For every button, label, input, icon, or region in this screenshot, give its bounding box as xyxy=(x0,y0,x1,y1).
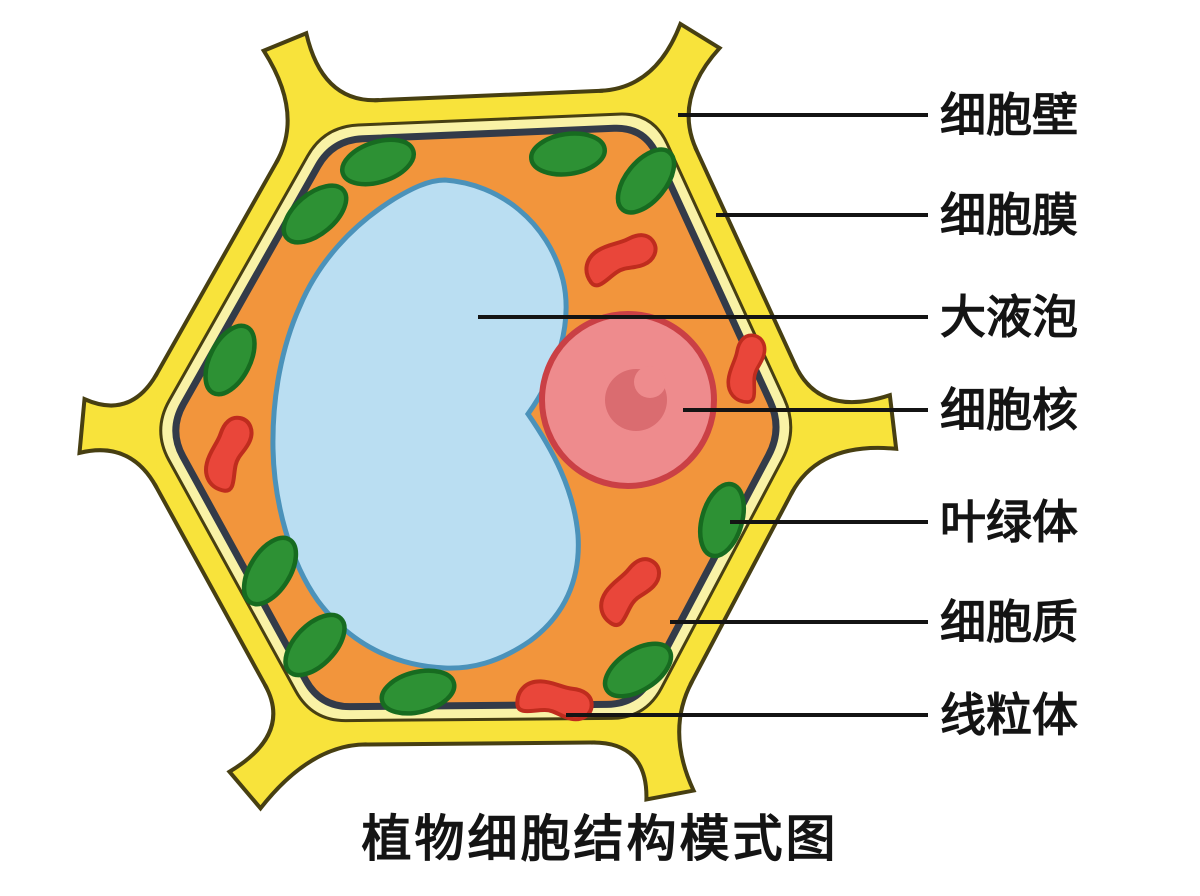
label-nucleus: 细胞核 xyxy=(940,384,1078,436)
chloroplast-shape xyxy=(697,481,747,559)
chloroplast-shape xyxy=(283,612,347,678)
label-vacuole: 大液泡 xyxy=(940,291,1078,343)
cell-wall-junction-outline xyxy=(226,683,368,812)
cell-wall-junction xyxy=(263,33,378,163)
chloroplast-shape xyxy=(281,183,349,245)
label-cell-wall: 细胞壁 xyxy=(940,89,1078,141)
cell-wall-junction-outline xyxy=(789,362,899,496)
cell-wall-junction-outline xyxy=(77,371,160,489)
mitochondrion-shape xyxy=(584,233,658,288)
chloroplast-shape xyxy=(615,147,677,215)
chloroplast-shape xyxy=(340,137,416,187)
diagram-title: 植物细胞结构模式图 xyxy=(362,811,839,867)
cell-wall-junction xyxy=(791,364,897,494)
label-cytoplasm: 细胞质 xyxy=(940,596,1078,648)
mitochondrion-shape xyxy=(515,679,594,722)
mitochondrion-shape xyxy=(204,415,254,493)
mitochondrion-shape xyxy=(726,333,767,404)
cell-wall-junction xyxy=(79,373,158,487)
chloroplast-shape xyxy=(602,641,674,699)
label-cell-membrane: 细胞膜 xyxy=(940,189,1078,241)
cell-wall-junction-outline xyxy=(598,20,723,152)
cell-wall-junction xyxy=(600,23,720,150)
chloroplast-shape xyxy=(203,323,257,397)
nucleolus-highlight xyxy=(634,366,666,398)
chloroplast-shape xyxy=(379,668,457,716)
chloroplast-shape xyxy=(241,535,299,607)
mitochondrion-shape xyxy=(599,557,662,628)
label-mitochondrion: 线粒体 xyxy=(940,689,1078,741)
cell-wall-junction xyxy=(229,685,366,809)
chloroplast-shape xyxy=(529,131,607,177)
cell-wall-junction-outline xyxy=(260,30,380,165)
cell-wall-junction xyxy=(592,681,694,800)
label-chloroplast: 叶绿体 xyxy=(940,496,1078,548)
